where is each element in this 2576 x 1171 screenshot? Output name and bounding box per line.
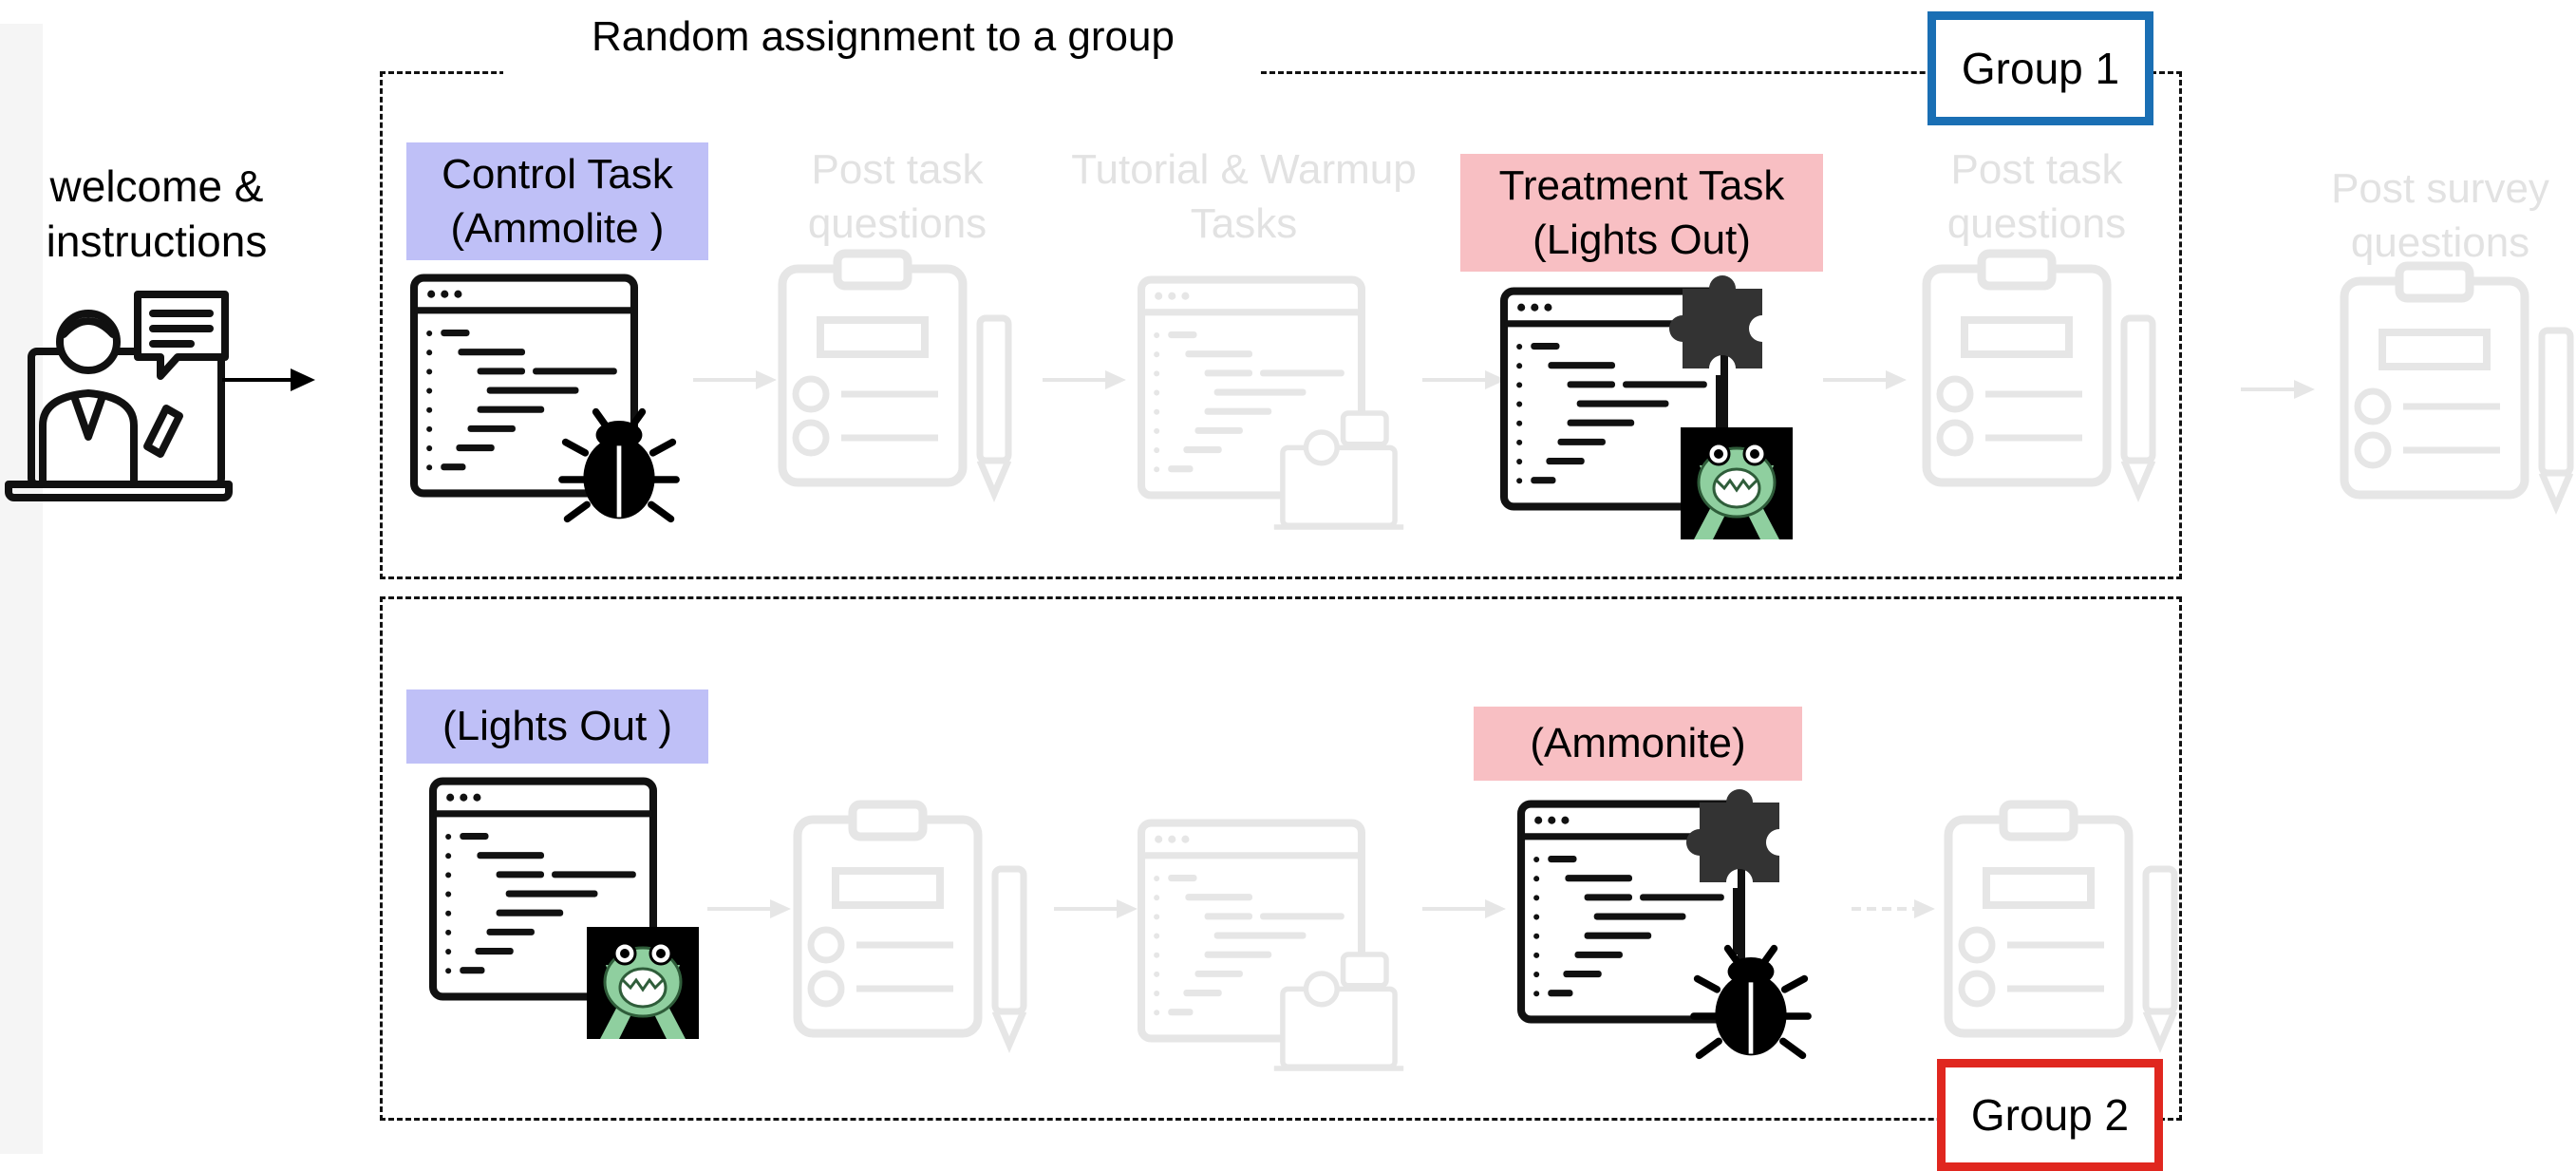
arrow-icon xyxy=(2241,380,2315,399)
treatment-task-label: Treatment Task (Lights Out) xyxy=(1460,154,1823,272)
arrow-icon xyxy=(1852,899,1935,918)
post-survey-line-2: questions xyxy=(2350,219,2530,267)
control-task-line-2: (Ammolite ) xyxy=(450,205,665,252)
group-1-box xyxy=(380,71,2182,579)
puzzle-icon xyxy=(1686,789,1779,882)
intro-line-1: welcome & xyxy=(49,161,264,211)
arrow-icon xyxy=(222,368,315,391)
post-task-line-1: Post task xyxy=(1950,146,2123,193)
bug-icon xyxy=(560,408,678,522)
control-task-line-1: (Lights Out ) xyxy=(442,703,673,750)
tutorial-label: Tutorial & Warmup Tasks xyxy=(1035,142,1453,251)
post-survey-line-1: Post survey xyxy=(2331,165,2549,212)
connector-line xyxy=(1733,888,1739,954)
post-survey-label: Post survey questions xyxy=(2279,161,2576,270)
diagram-title: Random assignment to a group xyxy=(592,13,1175,60)
treatment-task-label: (Ammonite) xyxy=(1474,707,1802,781)
clipboard-icon xyxy=(779,252,1016,499)
person-laptop-icon xyxy=(5,291,233,501)
control-task-line-1: Control Task xyxy=(442,150,673,198)
treatment-task-line-1: Treatment Task xyxy=(1498,161,1785,209)
arrow-icon xyxy=(693,370,777,389)
post-task-line-1: Post task xyxy=(811,146,984,193)
arrow-icon xyxy=(707,899,791,918)
post-task-line-2: questions xyxy=(1946,200,2127,248)
post-task-label: Post task questions xyxy=(750,142,1044,251)
post-task-line-2: questions xyxy=(807,200,987,248)
tutorial-line-2: Tasks xyxy=(1190,200,1298,248)
bug-icon xyxy=(1692,945,1810,1059)
puzzle-icon xyxy=(1669,275,1762,368)
tutorial-line-1: Tutorial & Warmup xyxy=(1071,146,1417,193)
monster-icon xyxy=(585,925,701,1041)
clipboard-icon xyxy=(2341,264,2576,511)
control-task-label: Control Task (Ammolite ) xyxy=(406,142,708,260)
arrow-icon xyxy=(1054,899,1138,918)
clipboard-icon xyxy=(794,803,1031,1049)
monster-icon xyxy=(1679,425,1795,541)
treatment-task-line-1: (Ammonite) xyxy=(1530,720,1746,767)
person-laptop-icon xyxy=(1272,945,1405,1078)
title-gap xyxy=(503,63,1258,80)
connector-line xyxy=(1716,375,1721,432)
arrow-icon xyxy=(1422,899,1506,918)
clipboard-icon xyxy=(1923,252,2160,499)
control-task-label: (Lights Out ) xyxy=(406,689,708,764)
group-2-box xyxy=(380,596,2182,1121)
arrow-icon xyxy=(1422,370,1506,389)
post-task-label: Post task questions xyxy=(1890,142,2184,251)
left-margin-strip xyxy=(0,24,43,1154)
group-2-label: Group 2 xyxy=(1937,1059,2163,1171)
intro-line-2: instructions xyxy=(46,216,268,266)
clipboard-icon xyxy=(1945,803,2182,1049)
intro-label: welcome & instructions xyxy=(0,160,313,269)
group-1-label: Group 1 xyxy=(1927,11,2153,125)
arrow-icon xyxy=(1043,370,1126,389)
arrow-icon xyxy=(1823,370,1907,389)
person-laptop-icon xyxy=(1272,404,1405,537)
treatment-task-line-2: (Lights Out) xyxy=(1532,217,1751,263)
